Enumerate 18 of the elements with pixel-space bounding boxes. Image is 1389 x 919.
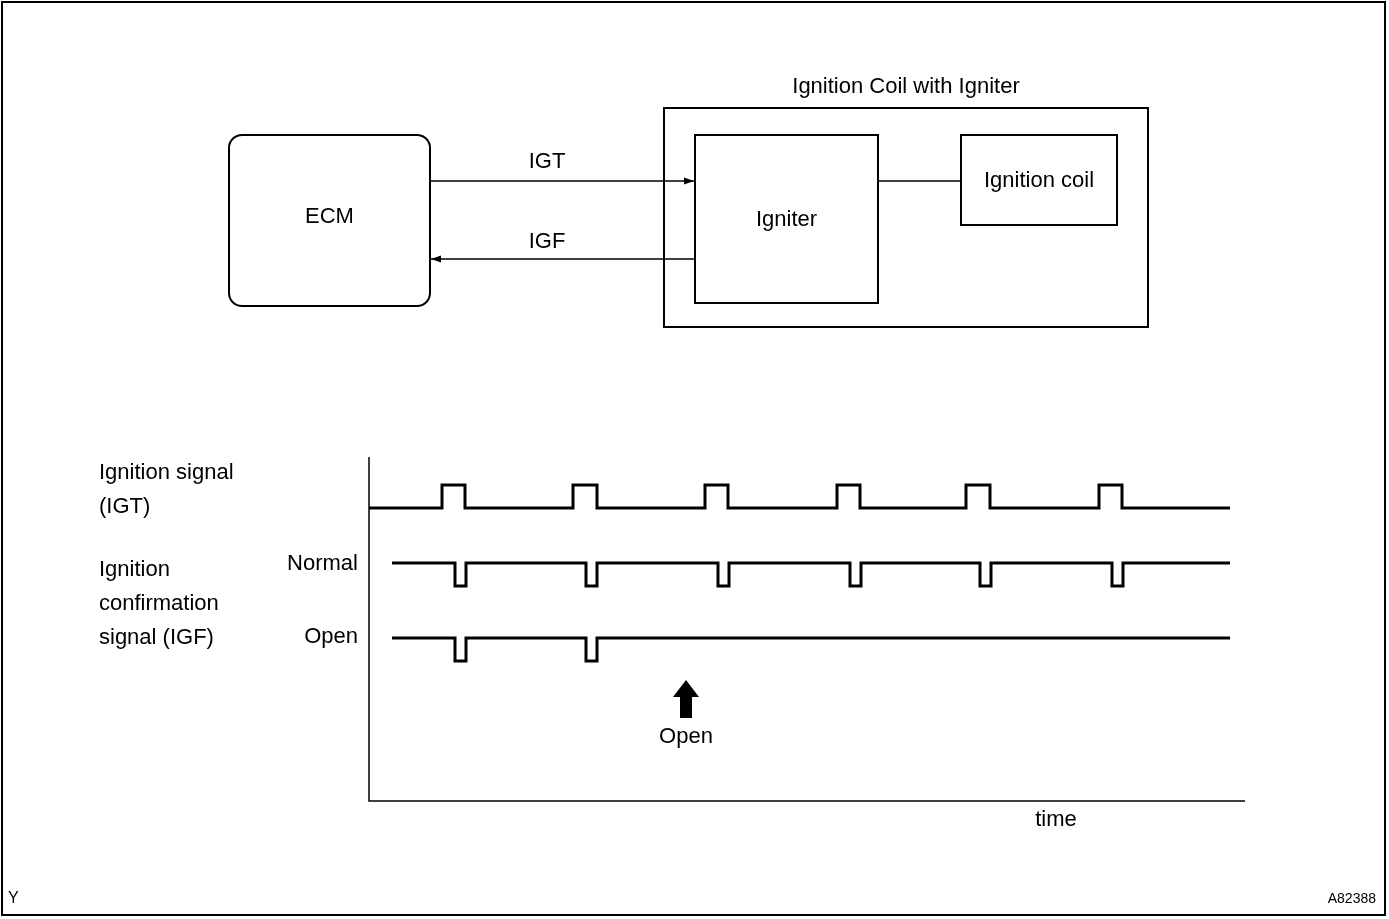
- annotation-label: Open: [658, 723, 714, 749]
- control-module-box: [228, 134, 431, 307]
- signal-label: Ignition confirmation signal (IGF): [99, 555, 220, 651]
- arrow: [430, 255, 695, 263]
- component-label: Ignition coil: [983, 167, 1095, 193]
- component-label: ECM: [305, 202, 354, 229]
- signal-label: Ignition signal (IGT): [99, 458, 235, 520]
- assembly-title: Ignition Coil with Igniter: [791, 73, 1021, 99]
- component-box: [960, 134, 1118, 226]
- state-label: Open: [303, 623, 358, 649]
- component-box: [694, 134, 879, 304]
- figure-code: Y: [8, 888, 20, 908]
- connecting-line: [878, 180, 961, 182]
- state-label: Normal: [286, 550, 358, 576]
- axis-label: time: [1034, 806, 1078, 832]
- component-label: Igniter: [755, 206, 818, 232]
- arrow: [430, 177, 695, 185]
- figure-code: A82388: [1326, 889, 1376, 907]
